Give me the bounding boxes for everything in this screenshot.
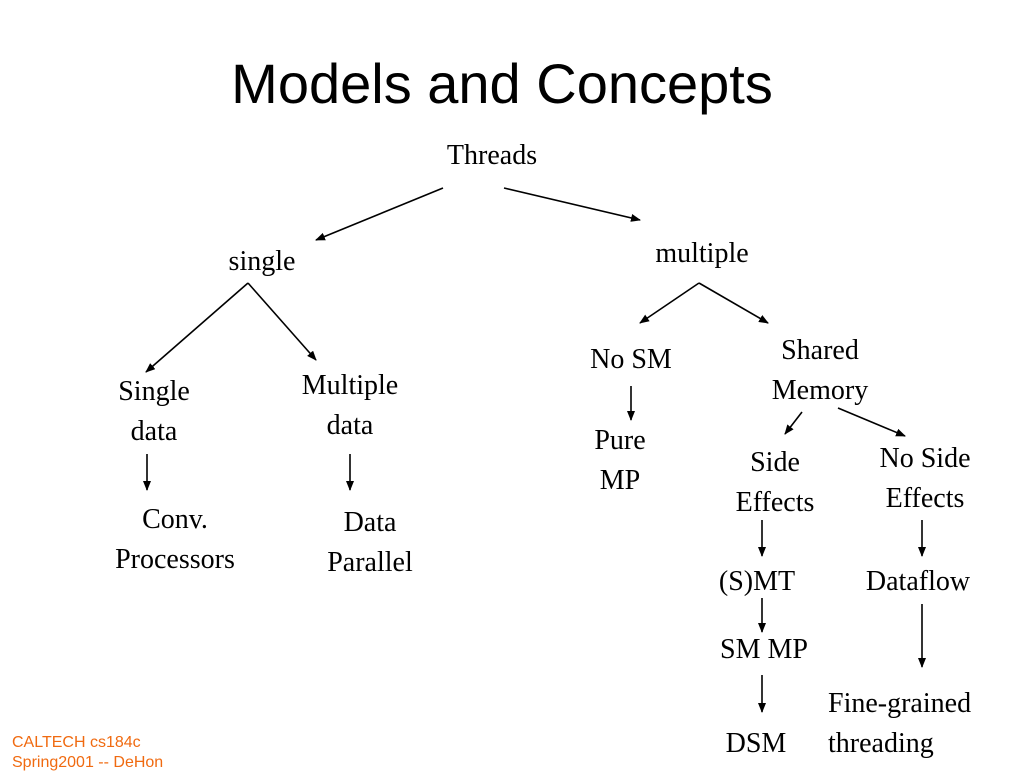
node-shared-memory: Shared Memory: [740, 331, 900, 411]
edge-single-singledata: [145, 282, 249, 373]
node-multiple-data: Multiple data: [270, 366, 430, 446]
edge-threads-multiple: [503, 187, 641, 222]
node-shared-memory-line2: Memory: [771, 375, 869, 406]
node-pure-mp-line1: Pure: [594, 425, 646, 456]
edge-multiple-sharedmemory: [698, 282, 769, 324]
node-single: single: [182, 242, 342, 282]
node-side-effects-line2: Effects: [735, 487, 815, 518]
footer-line2: Spring2001 -- DeHon: [12, 754, 164, 771]
node-single-label: single: [228, 246, 296, 277]
node-no-sm-label: No SM: [590, 344, 672, 375]
node-no-side-effects: No Side Effects: [850, 439, 1000, 519]
node-sm-mp: SM MP: [694, 630, 834, 670]
edge-multiple-nosm: [639, 282, 700, 324]
node-fine-grained-line1: Fine-grained: [828, 688, 972, 719]
node-fine-grained-line2: threading: [828, 728, 934, 759]
node-no-sm: No SM: [561, 340, 701, 380]
node-fine-grained-threading: Fine-grained threading: [828, 684, 1018, 764]
node-pure-mp-line2: MP: [599, 465, 641, 496]
node-multiple: multiple: [617, 234, 787, 274]
node-threads: Threads: [412, 136, 572, 176]
node-dsm-label: DSM: [725, 728, 787, 759]
node-dsm: DSM: [696, 724, 816, 764]
node-sm-mp-label: SM MP: [720, 634, 808, 665]
node-conv-processors-line1: Conv.: [142, 504, 208, 535]
node-data-parallel: Data Parallel: [290, 503, 450, 583]
node-smt-label: (S)MT: [718, 566, 796, 597]
node-shared-memory-line1: Shared: [781, 335, 859, 366]
edge-threads-single: [315, 187, 444, 241]
node-multiple-data-line1: Multiple: [301, 370, 399, 401]
edge-sharedmemory-nosideeffects: [837, 407, 906, 437]
footer-credit: CALTECH cs184c Spring2001 -- DeHon: [12, 733, 163, 773]
node-conv-processors: Conv. Processors: [85, 500, 265, 580]
node-threads-label: Threads: [446, 140, 538, 171]
node-single-data: Single data: [79, 372, 229, 452]
node-data-parallel-line1: Data: [343, 507, 397, 538]
node-no-side-effects-line1: No Side: [879, 443, 971, 474]
node-side-effects: Side Effects: [705, 443, 845, 523]
node-smt: (S)MT: [692, 562, 822, 602]
edge-single-multipledata: [247, 282, 317, 361]
edge-sharedmemory-sideeffects: [784, 411, 803, 435]
node-side-effects-line1: Side: [750, 447, 800, 478]
footer-line1: CALTECH cs184c: [12, 734, 141, 751]
node-no-side-effects-line2: Effects: [885, 483, 965, 514]
node-single-data-line2: data: [130, 416, 178, 447]
slide-title: Models and Concepts: [231, 52, 773, 115]
node-multiple-data-line2: data: [326, 410, 374, 441]
node-dataflow-label: Dataflow: [865, 566, 971, 597]
node-single-data-line1: Single: [118, 376, 190, 407]
node-dataflow: Dataflow: [843, 562, 993, 602]
node-data-parallel-line2: Parallel: [327, 547, 413, 578]
node-pure-mp: Pure MP: [560, 421, 680, 501]
node-multiple-label: multiple: [655, 238, 749, 269]
node-conv-processors-line2: Processors: [115, 544, 235, 575]
